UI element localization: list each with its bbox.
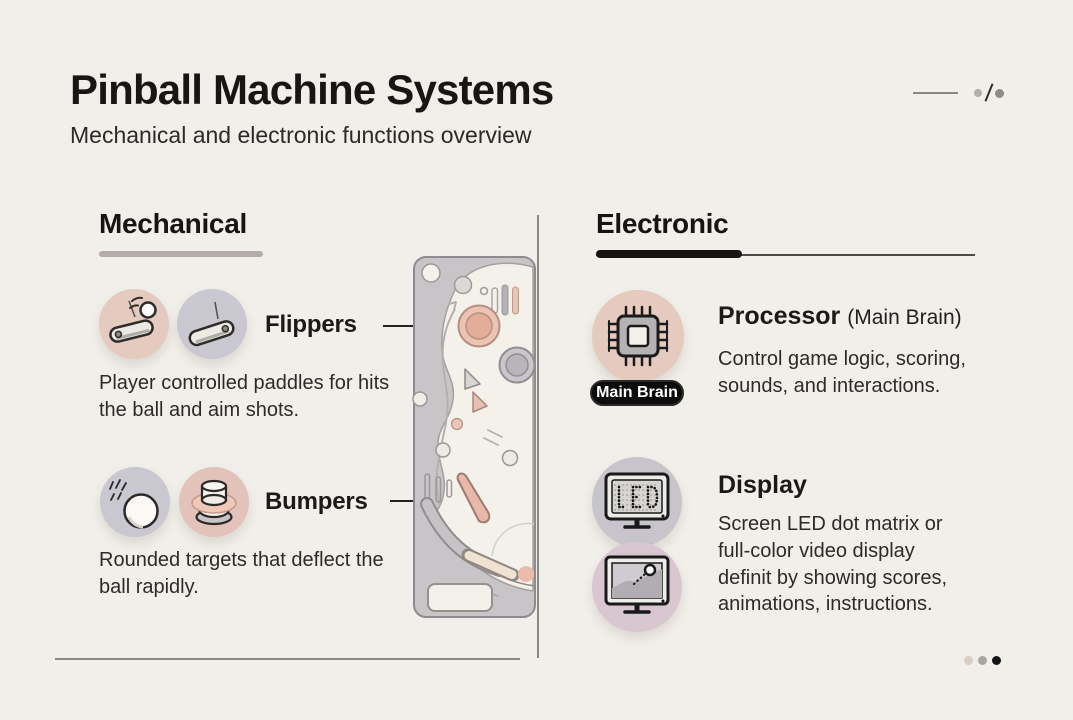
pop-bumper-icon	[179, 467, 249, 537]
main-brain-badge: Main Brain	[590, 380, 684, 406]
pinball	[501, 449, 519, 467]
electronic-heading-rule	[596, 254, 975, 256]
pagination-dot[interactable]	[964, 656, 973, 665]
section-divider	[537, 215, 539, 658]
flippers-label: Flippers	[265, 311, 357, 338]
ball-lane-guide	[435, 308, 456, 507]
bumpers-description: Rounded targets that deflect the ball ra…	[99, 549, 384, 598]
rolling-ball-icon	[100, 467, 170, 537]
header-rule	[913, 92, 958, 94]
processor-heading-suffix: (Main Brain)	[847, 306, 962, 329]
pinball	[518, 566, 534, 582]
target-triangle	[472, 391, 488, 413]
pager-dot-icon	[974, 89, 982, 97]
electronic-heading-underline	[596, 250, 742, 258]
processor-description: Control game logic, scoring, sounds, and…	[718, 348, 966, 397]
footer-rule	[55, 658, 520, 660]
flipper-icon	[177, 289, 247, 359]
led-matrix-monitor-icon	[592, 457, 682, 547]
flippers-description: Player controlled paddles for hits the b…	[99, 372, 390, 421]
playfield-slot	[501, 284, 509, 316]
mechanical-section-heading: Mechanical	[99, 208, 247, 239]
pager-dot-icon	[995, 89, 1004, 98]
pinball-playfield-illustration	[412, 256, 536, 618]
pager-slash-icon	[984, 83, 994, 102]
page-title: Pinball Machine Systems	[70, 66, 554, 113]
pagination-dot[interactable]	[978, 656, 987, 665]
pagination-dot-active[interactable]	[992, 656, 1001, 665]
video-monitor-icon	[592, 542, 682, 632]
outhole	[427, 583, 493, 612]
slingshot-triangle	[456, 472, 491, 524]
processor-heading: Processor (Main Brain)	[718, 302, 962, 330]
pagination-dots	[964, 656, 1001, 665]
chip-icon	[592, 290, 684, 382]
playfield-slot	[512, 286, 519, 315]
display-heading: Display	[718, 471, 807, 499]
lane-arrow-icon	[448, 301, 457, 311]
mechanical-heading-underline	[99, 251, 263, 257]
display-description: Screen LED dot matrix or full-color vide…	[718, 513, 948, 616]
electronic-section-heading: Electronic	[596, 208, 729, 239]
page-subtitle: Mechanical and electronic functions over…	[70, 122, 532, 148]
target-triangle	[464, 368, 481, 390]
flipper-with-ball-icon	[99, 289, 169, 359]
playfield-hole	[421, 263, 441, 283]
bumpers-label: Bumpers	[265, 488, 368, 515]
